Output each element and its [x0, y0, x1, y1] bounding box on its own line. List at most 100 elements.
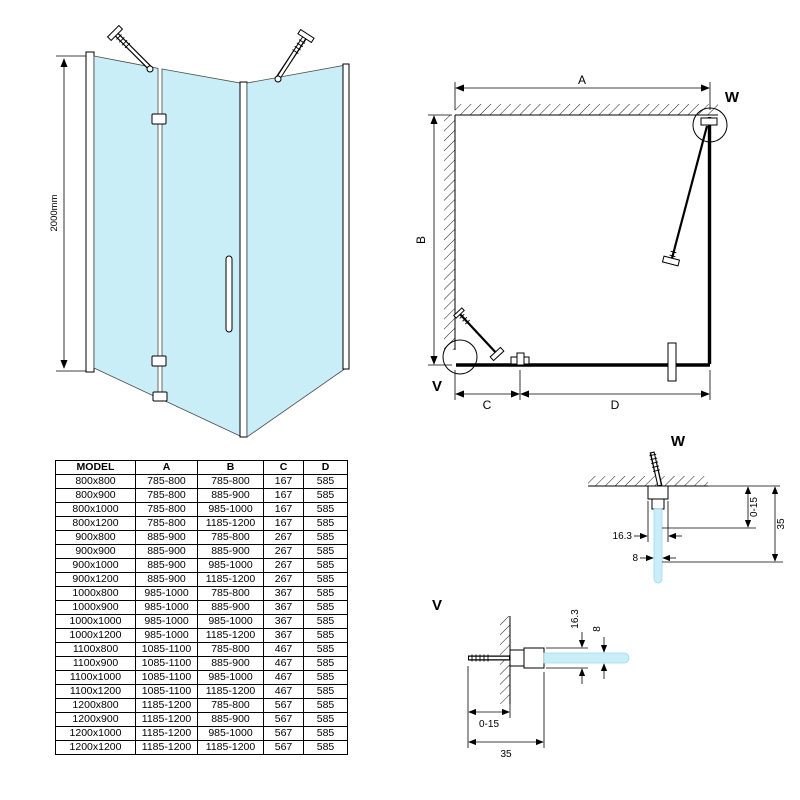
dim-a-label: A: [578, 73, 586, 87]
dimension-c: C: [454, 370, 521, 412]
callout-w-label: W: [725, 89, 740, 106]
table-cell: 585: [303, 600, 348, 616]
table-cell: 1100x1000: [55, 670, 136, 686]
dimension-b: B: [414, 114, 452, 366]
table-cell: 900x1000: [55, 558, 136, 574]
table-cell: 885-900: [135, 558, 198, 574]
table-cell: 585: [303, 628, 348, 644]
wall-profile: [85, 51, 95, 373]
table-cell: 1000x1200: [55, 628, 136, 644]
wall-left: [444, 115, 456, 350]
table-cell: 1185-1200: [135, 698, 198, 714]
table-cell: 585: [303, 614, 348, 630]
table-cell: 1085-1100: [135, 670, 198, 686]
table-cell: 467: [263, 642, 304, 658]
door-pivot: [152, 391, 168, 402]
ceiling: [588, 476, 708, 487]
table-cell: 467: [263, 670, 304, 686]
table-cell: 985-1000: [135, 586, 198, 602]
bar-joint-left: [146, 65, 154, 73]
table-cell: 567: [263, 726, 304, 742]
wall-anchor-plate-right: [297, 28, 315, 44]
glass-clamp: [651, 498, 665, 510]
dimension-total: 35: [468, 672, 545, 760]
dim-0-15-label: 0-15: [749, 497, 760, 517]
dimension-total-drop: 35: [662, 486, 787, 563]
table-cell: 785-800: [135, 474, 198, 490]
dimension-bracket-width: 16.3: [546, 609, 588, 684]
diagonal-support-bar-plan: [661, 125, 709, 267]
table-cell: 885-900: [135, 544, 198, 560]
plan-view: A B W: [414, 73, 740, 412]
table-cell: 1085-1100: [135, 684, 198, 700]
table-cell: 785-800: [197, 642, 264, 658]
table-cell: 785-800: [197, 530, 264, 546]
door-hinge-top: [151, 113, 167, 125]
door-handle-plan: [667, 342, 677, 382]
table-cell: 985-1000: [197, 670, 264, 686]
table-cell: 585: [303, 586, 348, 602]
table-cell: 900x800: [55, 530, 136, 546]
table-cell: 800x1200: [55, 516, 136, 532]
wall-support-bar-plan: [453, 307, 505, 362]
table-cell: 985-1000: [197, 558, 264, 574]
table-cell: 1185-1200: [197, 740, 264, 756]
table-cell: 585: [303, 502, 348, 518]
table-cell: 1185-1200: [197, 628, 264, 644]
callout-w: W: [692, 89, 740, 143]
height-dimension-label: 2000mm: [49, 194, 60, 231]
table-cell: 885-900: [197, 544, 264, 560]
detail-w-view: W 16.3: [588, 433, 787, 584]
dimension-adjustment: 0-15: [662, 485, 780, 529]
support-bar-left: [106, 24, 154, 73]
table-cell: 985-1000: [197, 614, 264, 630]
door-hinge-bottom: [151, 355, 167, 367]
detail-v-title: V: [432, 597, 442, 614]
table-cell: 1185-1200: [135, 740, 198, 756]
bar-joint-right: [274, 75, 282, 83]
column-header: C: [263, 459, 304, 476]
dim-8-label: 8: [592, 626, 603, 632]
table-cell: 585: [303, 656, 348, 672]
table-cell: 367: [263, 600, 304, 616]
dim-16-3-label: 16.3: [570, 609, 581, 629]
table-cell: 585: [303, 684, 348, 700]
detail-v-view: V 16.3: [432, 597, 630, 760]
detail-w-title: W: [671, 433, 686, 450]
table-cell: 1000x900: [55, 600, 136, 616]
threaded-rod: [468, 654, 510, 662]
wall-anchor-plate-left: [106, 24, 124, 42]
table-cell: 367: [263, 586, 304, 602]
table-cell: 1000x1000: [55, 614, 136, 630]
table-cell: 1200x1000: [55, 726, 136, 742]
column-header: A: [135, 459, 198, 476]
table-cell: 585: [303, 558, 348, 574]
table-cell: 467: [263, 684, 304, 700]
table-cell: 885-900: [135, 572, 198, 588]
table-cell: 985-1000: [197, 502, 264, 518]
wall-bracket: [509, 649, 525, 667]
ceiling-bracket: [647, 485, 669, 500]
table-cell: 367: [263, 628, 304, 644]
table-cell: 1100x900: [55, 656, 136, 672]
table-cell: 167: [263, 516, 304, 532]
column-header: D: [303, 459, 348, 476]
dim-0-15-label: 0-15: [479, 719, 499, 730]
table-cell: 1185-1200: [135, 712, 198, 728]
table-cell: 585: [303, 740, 348, 756]
table-cell: 1100x800: [55, 642, 136, 658]
